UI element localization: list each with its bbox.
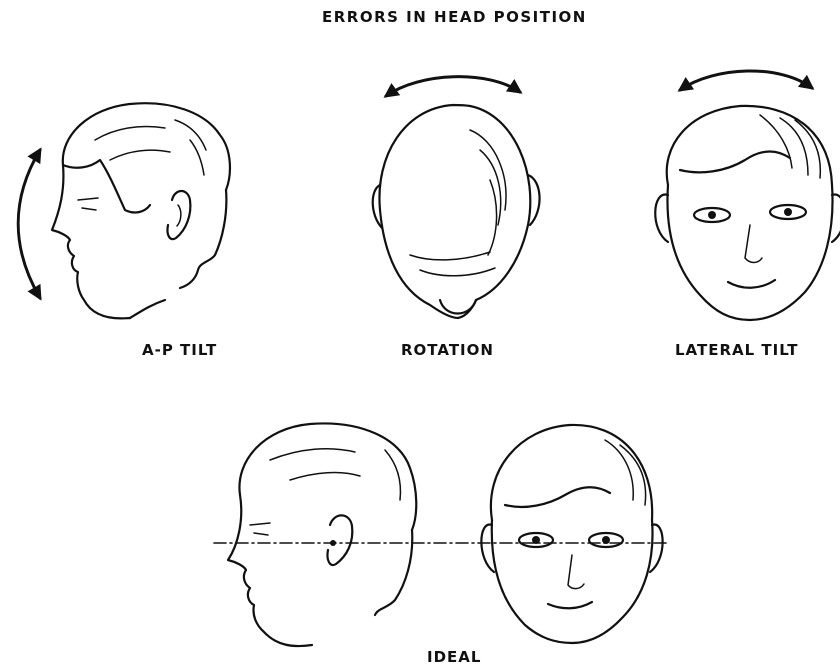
ap-tilt-head xyxy=(52,103,230,318)
rotation-arrow xyxy=(386,77,520,96)
panel-label-ideal: IDEAL xyxy=(427,648,481,666)
rotation-head xyxy=(373,105,540,318)
panel-label-lateral-tilt: LATERAL TILT xyxy=(675,341,799,359)
lateral-tilt-arrow xyxy=(680,71,812,90)
panel-label-rotation: ROTATION xyxy=(401,341,494,359)
lateral-tilt-head xyxy=(655,106,840,320)
ap-tilt-arrow xyxy=(18,150,40,298)
panel-label-ap-tilt: A-P TILT xyxy=(142,341,217,359)
ideal-front-head xyxy=(481,425,662,643)
ideal-profile-head xyxy=(228,423,416,646)
